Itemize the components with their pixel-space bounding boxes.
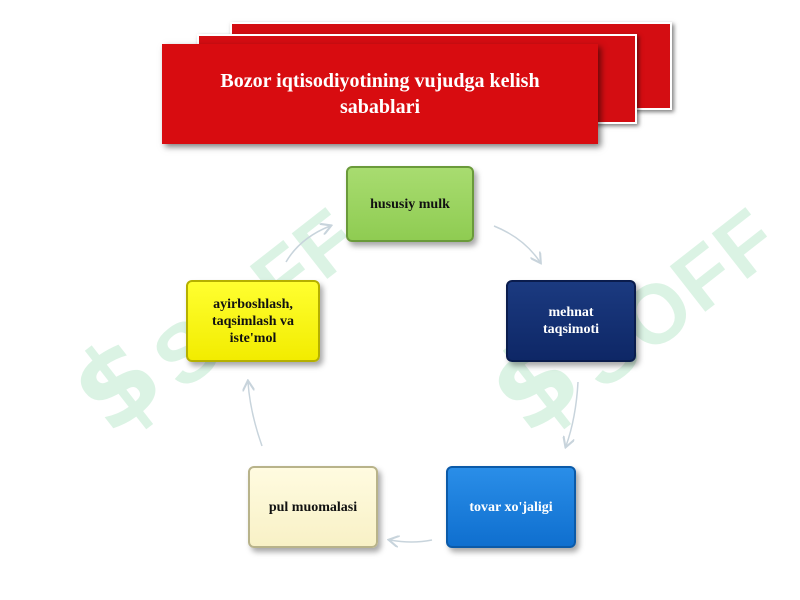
arrow-top-to-right (493, 225, 540, 262)
arrow-right-to-bottomright (566, 381, 579, 446)
node-label: pul muomalasi (268, 499, 358, 515)
node-ayirboshlash: ayirboshlash, taqsimlash va iste'mol (186, 280, 320, 362)
node-pul-muomalasi: pul muomalasi (248, 466, 378, 548)
page-title: Bozor iqtisodiyotining vujudga kelish sa… (220, 70, 540, 118)
node-label: tovar xo'jaligi (469, 499, 553, 515)
arrow-bottomright-to-bottomleft (390, 540, 433, 542)
title-banner: Bozor iqtisodiyotining vujudga kelish sa… (162, 44, 598, 144)
arrow-bottomleft-to-left (248, 382, 263, 447)
node-hususiy-mulk: hususiy mulk (346, 166, 474, 242)
node-label: mehnat taqsimoti (543, 305, 599, 337)
arrow-left-to-top (285, 226, 330, 263)
node-label: hususiy mulk (370, 196, 450, 212)
node-mehnat-taqsimoti: mehnat taqsimoti (506, 280, 636, 362)
node-tovar-xojaligi: tovar xo'jaligi (446, 466, 576, 548)
node-label: ayirboshlash, taqsimlash va iste'mol (211, 296, 295, 346)
